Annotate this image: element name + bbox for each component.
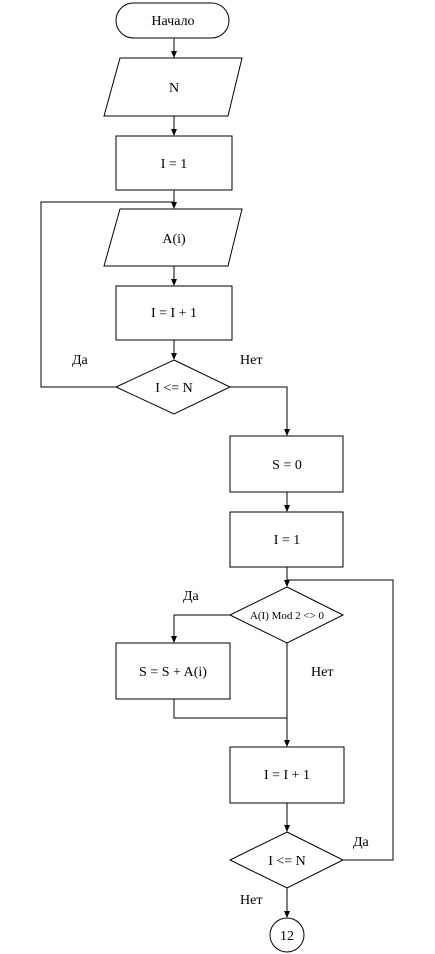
arrowhead — [171, 636, 177, 643]
increment-i-label-1: I = I + 1 — [151, 306, 197, 321]
init-s-label: S = 0 — [272, 458, 302, 473]
init-i-block-1: I = 1 — [115, 135, 233, 191]
no-label-3: Нет — [240, 893, 262, 908]
init-i-label-1: I = 1 — [161, 157, 188, 172]
input-a-label: A(i) — [162, 232, 186, 247]
condition-label-2: I <= N — [268, 854, 306, 869]
arrowhead — [171, 353, 177, 360]
arrowhead — [284, 429, 290, 436]
condition-i-le-n-2: I <= N — [228, 831, 345, 889]
arrowhead — [171, 51, 177, 58]
arrowhead — [284, 740, 290, 747]
sum-block: S = S + A(i) — [115, 642, 231, 700]
no-label-1: Нет — [240, 353, 262, 368]
start-terminator: Начало — [115, 2, 230, 39]
connector-label: 12 — [280, 929, 294, 944]
input-n-block: N — [103, 57, 243, 117]
arrowhead — [284, 580, 290, 587]
arrowhead — [171, 202, 177, 209]
arrowhead — [284, 505, 290, 512]
init-s-block: S = 0 — [229, 435, 344, 493]
arrowhead — [171, 279, 177, 286]
edge-yes-cond-mod-sum — [173, 614, 230, 638]
input-a-block: A(i) — [103, 208, 243, 267]
arrowhead — [284, 911, 290, 918]
yes-label-3: Да — [353, 835, 370, 850]
increment-i-block-1: I = I + 1 — [115, 285, 233, 341]
arrowhead — [171, 129, 177, 136]
no-label-2: Нет — [311, 665, 333, 680]
edge-sum-merge — [173, 699, 287, 719]
condition-mod-block: A(I) Mod 2 <> 0 — [228, 586, 345, 644]
condition-i-le-n-1: I <= N — [114, 359, 232, 415]
edge-no-cond-1-init-s — [230, 386, 288, 431]
init-i-block-2: I = 1 — [229, 511, 344, 568]
start-label: Начало — [151, 14, 194, 29]
input-n-label: N — [169, 81, 179, 96]
edge-loop-back-yes-3 — [287, 579, 394, 861]
init-i-label-2: I = 1 — [274, 533, 301, 548]
increment-i-label-2: I = I + 1 — [264, 768, 310, 783]
arrowhead — [284, 825, 290, 832]
yes-label-2: Да — [183, 589, 200, 604]
condition-mod-label: A(I) Mod 2 <> 0 — [250, 610, 325, 622]
yes-label-1: Да — [72, 353, 89, 368]
page-connector: 12 — [269, 917, 305, 953]
condition-label-1: I <= N — [155, 381, 193, 396]
edge-loop-back-yes-1 — [40, 201, 174, 388]
increment-i-block-2: I = I + 1 — [229, 746, 345, 804]
sum-label: S = S + A(i) — [139, 665, 207, 680]
